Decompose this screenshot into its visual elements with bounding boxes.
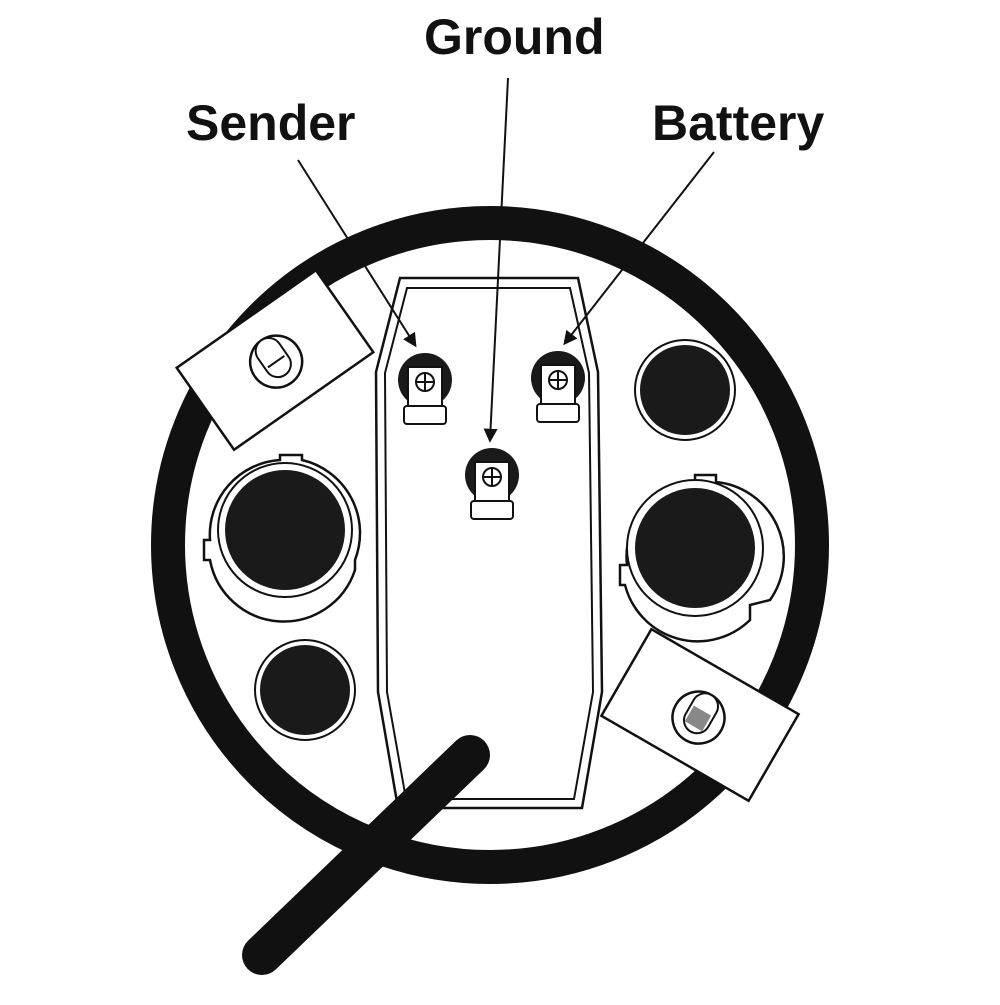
sender-label: Sender (186, 95, 356, 151)
left-mounting-flange (202, 453, 362, 623)
sender-terminal (398, 353, 452, 425)
right-mounting-flange (618, 473, 785, 643)
ground-label: Ground (424, 9, 605, 65)
ground-terminal (465, 448, 519, 520)
ground-arrow (483, 77, 509, 443)
battery-arrow (563, 151, 715, 346)
center-plate-inner (383, 287, 595, 800)
battery-terminal (531, 351, 585, 423)
left-large-hole (225, 470, 345, 590)
upper-right-hole (640, 345, 730, 435)
upper-left-bracket (174, 268, 376, 452)
float-arm (242, 735, 490, 975)
lower-left-hole (260, 645, 350, 735)
right-large-hole (635, 488, 755, 608)
sender-arrow (297, 159, 417, 348)
lower-right-bracket (599, 627, 801, 803)
battery-label: Battery (652, 95, 825, 151)
